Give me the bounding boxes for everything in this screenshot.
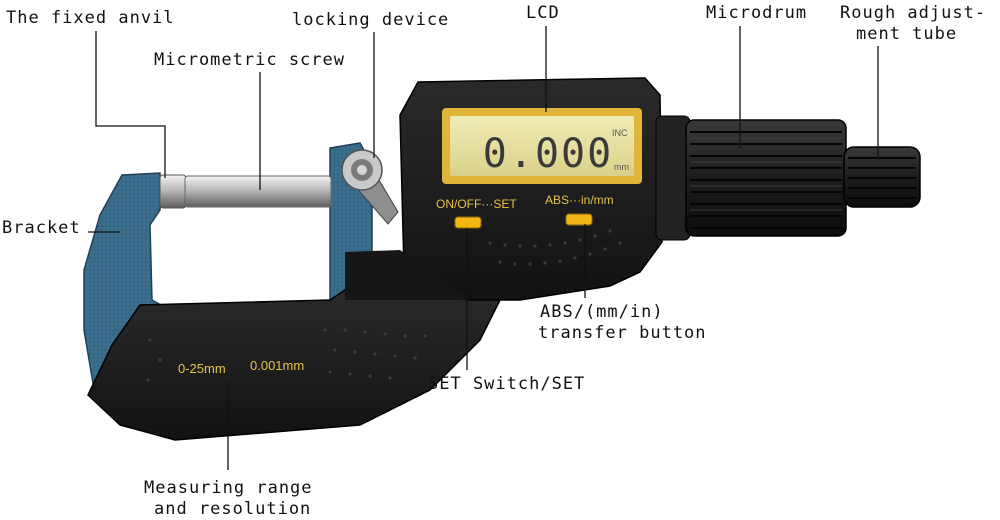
spindle (184, 175, 332, 208)
label-microdrum: Microdrum (706, 3, 808, 23)
abs-in-mm-label: ABS···in/mm (545, 193, 614, 207)
label-bracket: Bracket (2, 218, 81, 238)
lower-grip (87, 289, 502, 441)
label-measuring-range: Measuring range and resolution (144, 478, 313, 519)
lcd-screen (450, 116, 634, 176)
grip-dots (146, 229, 622, 382)
label-abs-transfer-button: ABS/(mm/in) transfer button (538, 302, 707, 343)
label-set-switch: SET Switch/SET (428, 374, 586, 394)
microdrum-ridges (690, 131, 842, 229)
leader-lines (88, 26, 879, 470)
on-off-set-button[interactable] (454, 216, 482, 229)
lcd-unit-mm: mm (614, 162, 629, 172)
label-micrometric-screw: Micrometric screw (154, 50, 345, 70)
lcd-unit-inc: INC (612, 128, 628, 138)
label-lcd: LCD (526, 3, 560, 23)
lcd-reading: 0.000 (483, 131, 613, 177)
range-text: 0-25mm (178, 361, 226, 376)
label-rough-adjustment-tube: Rough adjust- ment tube (840, 3, 987, 44)
leader-fixed-anvil (95, 31, 166, 178)
on-off-set-label: ON/OFF···SET (436, 197, 517, 211)
thimble-sleeve (655, 115, 691, 241)
fixed-anvil (159, 174, 187, 209)
abs-in-mm-button[interactable] (565, 213, 593, 226)
locking-device (341, 149, 399, 225)
label-fixed-anvil: The fixed anvil (6, 8, 175, 28)
resolution-text: 0.001mm (250, 358, 304, 373)
label-locking-device: locking device (292, 10, 450, 30)
microdrum[interactable] (685, 119, 847, 237)
